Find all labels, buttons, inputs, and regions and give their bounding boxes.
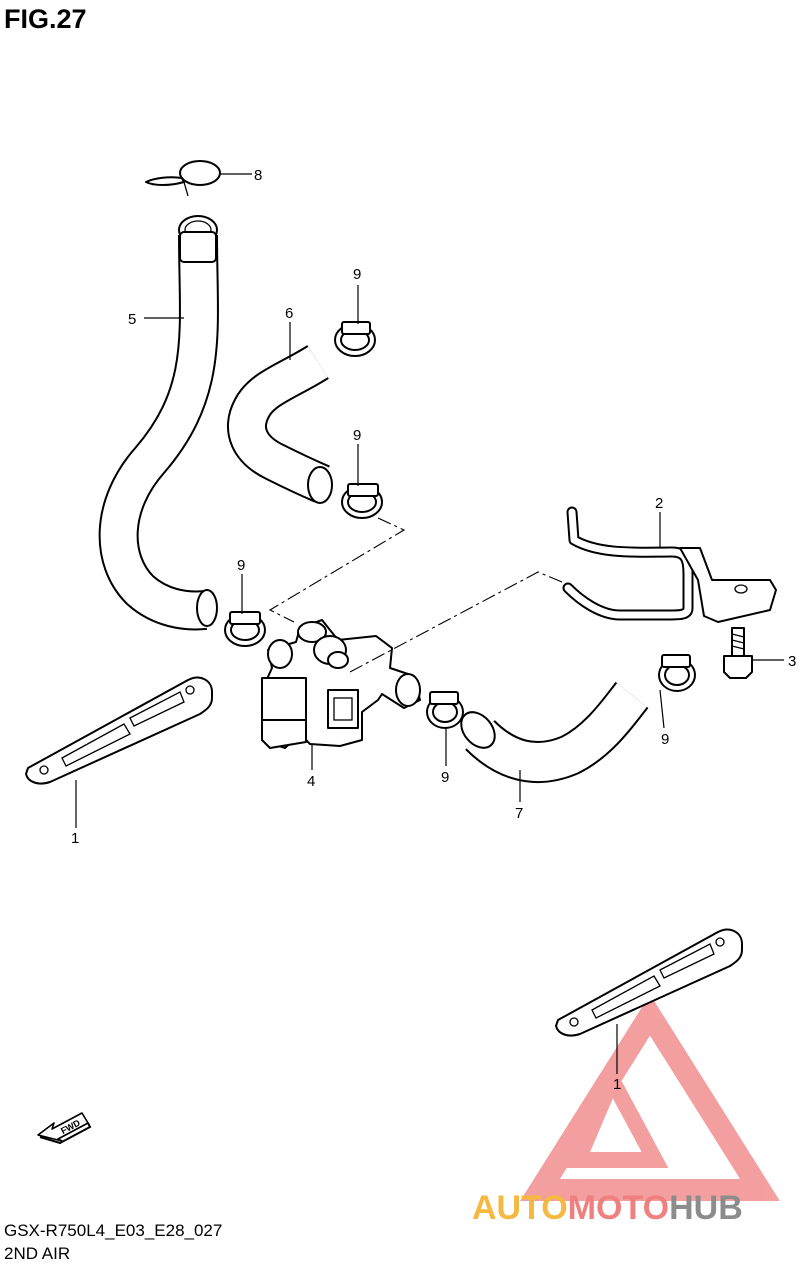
part-9-clip-e — [658, 654, 696, 692]
part-8-tie — [145, 160, 221, 197]
connection-line-6-4 — [268, 517, 406, 623]
callout-4: 4 — [307, 773, 315, 790]
callout-2: 2 — [655, 495, 663, 512]
part-9-clip-c — [224, 611, 266, 647]
callout-9-e: 9 — [661, 731, 669, 748]
watermark-triangle-inner — [565, 1061, 669, 1168]
callout-5: 5 — [128, 311, 136, 328]
callout-9-d: 9 — [441, 769, 449, 786]
callout-7: 7 — [515, 805, 523, 822]
svg-text:AUTOMOTOHUB: AUTOMOTOHUB — [472, 1189, 743, 1227]
callout-9-c: 9 — [237, 557, 245, 574]
part-1-gasket-top — [25, 676, 213, 785]
callout-3: 3 — [788, 653, 796, 670]
figure-title: FIG.27 — [4, 4, 87, 34]
callout-8: 8 — [254, 167, 262, 184]
watermark-logo — [520, 994, 780, 1201]
callout-6: 6 — [285, 305, 293, 322]
part-7-hose — [460, 681, 649, 783]
part-1-gasket-bottom — [555, 928, 743, 1037]
watermark-moto: MOTO — [568, 1189, 669, 1227]
part-6-hose — [227, 344, 333, 504]
callout-9-b: 9 — [353, 427, 361, 444]
part-5-hose — [98, 215, 219, 631]
callout-1-bottom: 1 — [613, 1076, 621, 1093]
watermark-wordmark: AUTOMOTOHUB — [472, 1189, 743, 1227]
fwd-arrow-icon: FWD — [37, 1112, 92, 1145]
part-2-bracket — [562, 506, 777, 623]
part-3-bolt — [723, 627, 753, 679]
section-name: 2ND AIR — [4, 1244, 71, 1263]
model-code: GSX-R750L4_E03_E28_027 — [4, 1221, 223, 1240]
part-4-valve — [261, 619, 421, 749]
callout-1-top: 1 — [71, 830, 79, 847]
leader-9-e — [659, 689, 665, 729]
part-9-clip-b — [341, 483, 383, 519]
part-9-clip-a — [334, 321, 376, 357]
watermark-auto: AUTO — [472, 1189, 568, 1227]
watermark-hub: HUB — [669, 1189, 743, 1227]
part-9-clip-d — [426, 691, 464, 729]
callout-9-a: 9 — [353, 266, 361, 283]
connection-line-2-4 — [349, 571, 563, 673]
